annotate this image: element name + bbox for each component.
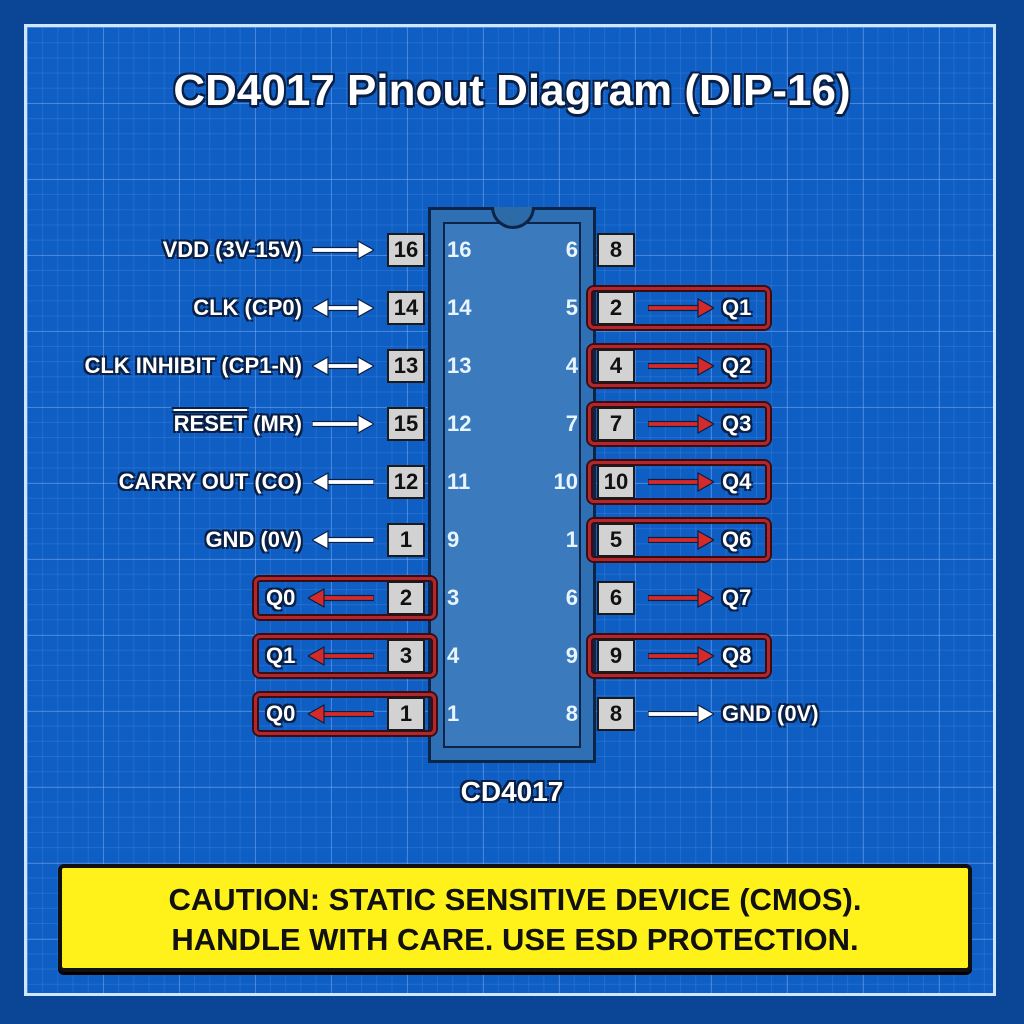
pin-label: Q7 [722,585,752,610]
arrow-right-icon [647,471,716,493]
arrow-right-icon [311,413,376,435]
pin-number-box[interactable]: 15 [387,407,425,441]
chip-pin-number: 4 [565,353,578,378]
chip-pin-number: 13 [447,353,472,378]
output-highlight-box [588,345,770,387]
pin-label: Q1 [722,295,752,320]
chip-pin-number: 16 [447,237,472,262]
pin-number-box[interactable]: 1 [387,697,425,731]
arrow-right-icon [647,529,716,551]
pin-label: Q1 [266,643,296,668]
chip-label: CD4017 [460,776,564,807]
pin-label-overline: RESET [173,411,248,436]
arrow-right-icon [647,645,716,667]
caution-line-2: HANDLE WITH CARE. USE ESD PROTECTION. [171,922,859,957]
arrow-right-icon [647,587,716,609]
pin-number-box[interactable]: 2 [597,291,635,325]
pin-label: RESET (MR) [174,409,302,439]
pin-number-box[interactable]: 9 [597,639,635,673]
arrow-right-icon [647,703,716,725]
pin-label-rest: (MR) [247,411,302,436]
pin-number-box[interactable]: 8 [597,233,635,267]
output-highlight-box [254,635,436,677]
chip-pin-number: 14 [447,295,472,320]
chip-pin-number: 4 [447,643,460,668]
chip-pin-number: 9 [565,643,578,668]
arrow-left-icon [306,645,375,667]
ic-chip-face [443,222,581,748]
chip-pin-number: 9 [447,527,460,552]
arrow-left-icon [306,703,375,725]
output-highlight-box [588,403,770,445]
pin-label: CLK INHIBIT (CP1-N) [84,353,302,378]
bidirectional-arrow-icon [310,297,376,319]
chip-pin-number: 5 [565,295,578,320]
pin-label: CARRY OUT (CO) [118,469,302,494]
arrow-left-icon [310,471,375,493]
pin-label: Q6 [722,527,752,552]
arrow-left-icon [306,587,375,609]
arrow-right-icon [647,413,716,435]
chip-pin-number: 12 [447,411,472,436]
chip-pin-number: 1 [447,701,460,726]
page-title: CD4017 Pinout Diagram (DIP-16) [173,66,851,115]
pin-label: Q3 [722,411,752,436]
pin-label: CLK (CP0) [193,295,302,320]
pin-label: GND (0V) [205,527,302,552]
caution-line-1: CAUTION: STATIC SENSITIVE DEVICE (CMOS). [168,882,862,917]
pin-number-box[interactable]: 14 [387,291,425,325]
output-highlight-box [254,693,436,735]
pin-number-box[interactable]: 13 [387,349,425,383]
chip-pin-number: 3 [447,585,460,610]
output-highlight-box [588,519,770,561]
pin-number-box[interactable]: 4 [597,349,635,383]
chip-pin-number: 6 [565,585,578,610]
pin-label: GND (0V) [722,701,819,726]
chip-pin-number: 11 [447,469,471,494]
pin-label: Q4 [722,469,752,494]
pin-label: Q0 [266,701,296,726]
arrow-right-icon [647,355,716,377]
pin-number-box[interactable]: 12 [387,465,425,499]
pin-number-box[interactable]: 3 [387,639,425,673]
pin-label: Q0 [266,585,296,610]
arrow-right-icon [311,239,376,261]
bidirectional-arrow-icon [310,355,376,377]
pin-number-box[interactable]: 7 [597,407,635,441]
chip-pin-number: 8 [565,701,578,726]
output-highlight-box [588,635,770,677]
chip-pin-number: 7 [565,411,578,436]
pin-number-box[interactable]: 8 [597,697,635,731]
pin-label: Q8 [722,643,752,668]
pin-label: Q2 [722,353,752,378]
chip-pin-number: 1 [565,527,578,552]
pin-number-box[interactable]: 16 [387,233,425,267]
chip-pin-number: 6 [565,237,578,262]
output-highlight-box [588,461,770,503]
output-highlight-box [254,577,436,619]
pin-number-box[interactable]: 10 [597,465,635,499]
pin-number-box[interactable]: 6 [597,581,635,615]
output-highlight-box [588,287,770,329]
pin-number-box[interactable]: 1 [387,523,425,557]
chip-pin-number: 10 [553,469,578,494]
pin-label: VDD (3V-15V) [162,237,302,262]
arrow-right-icon [647,297,716,319]
ic-chip-body [428,207,596,763]
caution-banner: CAUTION: STATIC SENSITIVE DEVICE (CMOS).… [58,864,972,972]
pin-number-box[interactable]: 2 [387,581,425,615]
arrow-left-icon [310,529,375,551]
pin-number-box[interactable]: 5 [597,523,635,557]
